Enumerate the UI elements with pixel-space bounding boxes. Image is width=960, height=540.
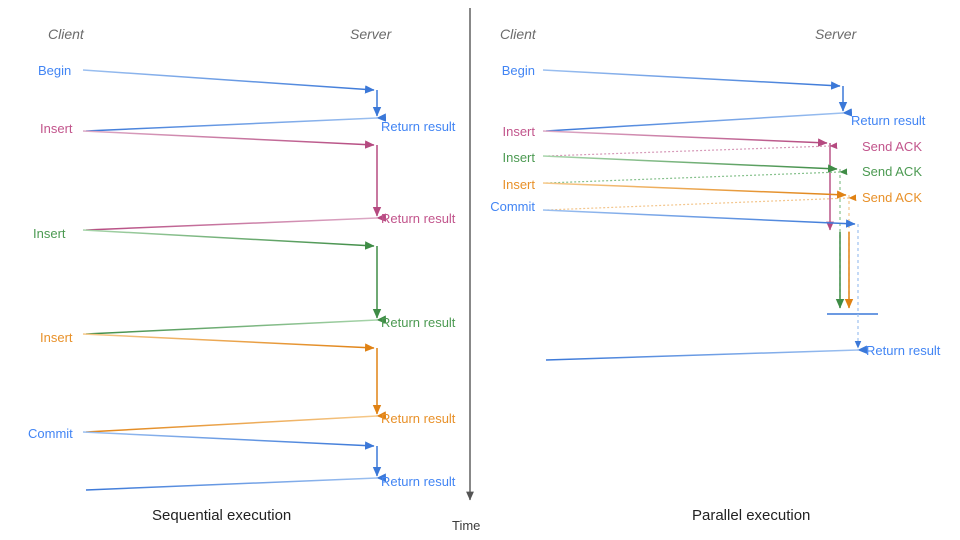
message-label-return-result-4: Return result xyxy=(381,411,456,426)
arrow-return-result-1 xyxy=(545,108,853,132)
arrow-insert-1-request xyxy=(542,130,828,147)
arrow-send-ack-2 xyxy=(545,168,848,184)
arrow-return-result-1 xyxy=(85,113,387,132)
message-label-insert-1: Insert xyxy=(40,121,73,136)
arrow-insert-1-request xyxy=(82,130,375,149)
message-label-return-result-1: Return result xyxy=(381,119,456,134)
message-label-begin: Begin xyxy=(38,63,72,78)
arrow-insert-3-request xyxy=(82,333,375,352)
message-label-insert-3: Insert xyxy=(40,330,73,345)
lane-title-server-parallel: Server xyxy=(815,26,857,42)
message-label-return-result-5: Return result xyxy=(381,474,456,489)
arrow-return-result-2 xyxy=(85,213,387,231)
message-label-insert-2: Insert xyxy=(502,150,535,165)
arrow-return-result-2 xyxy=(545,345,868,361)
message-label-return-result-2: Return result xyxy=(866,343,941,358)
arrow-insert-2-request xyxy=(542,155,838,173)
lane-title-client-parallel: Client xyxy=(500,26,536,42)
panel-sequential-arrows xyxy=(82,69,387,491)
message-label-insert-3: Insert xyxy=(502,177,535,192)
message-label-begin: Begin xyxy=(501,63,535,78)
caption-parallel-execution: Parallel execution xyxy=(692,507,811,524)
message-label-return-result-1: Return result xyxy=(851,113,926,128)
message-label-insert-1: Insert xyxy=(502,124,535,139)
panel-parallel-arrows xyxy=(542,69,878,361)
message-label-send-ack-3: Send ACK xyxy=(862,190,922,205)
lane-title-server-sequential: Server xyxy=(350,26,392,42)
message-label-return-result-2: Return result xyxy=(381,211,456,226)
lane-title-client-sequential: Client xyxy=(48,26,84,42)
arrow-begin-request xyxy=(542,69,841,90)
message-label-return-result-3: Return result xyxy=(381,315,456,330)
arrow-send-ack-3 xyxy=(545,194,857,211)
arrow-commit-request xyxy=(542,209,856,228)
arrow-commit-request xyxy=(82,431,375,450)
message-label-send-ack-2: Send ACK xyxy=(862,164,922,179)
message-label-send-ack-1: Send ACK xyxy=(862,139,922,154)
arrow-insert-2-request xyxy=(82,229,375,250)
caption-sequential-execution: Sequential execution xyxy=(152,507,292,524)
arrow-return-result-5 xyxy=(85,473,387,491)
arrow-return-result-4 xyxy=(85,411,387,433)
arrow-return-result-3 xyxy=(85,315,387,335)
message-label-commit: Commit xyxy=(28,426,73,441)
arrow-send-ack-1 xyxy=(545,142,838,157)
message-label-commit: Commit xyxy=(490,199,535,214)
time-axis-label: Time xyxy=(452,518,481,533)
arrow-begin-request xyxy=(82,69,375,94)
message-label-insert-2: Insert xyxy=(33,226,66,241)
arrow-insert-3-request xyxy=(542,182,847,199)
